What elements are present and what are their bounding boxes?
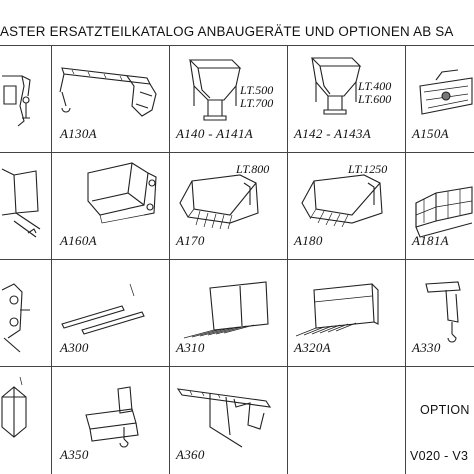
- part-code: A320A: [294, 340, 331, 355]
- capacity-label: LT.1250: [348, 162, 388, 176]
- part-code: A150A: [412, 126, 449, 141]
- catalog-cell: A360: [170, 367, 287, 473]
- part-code: A350: [60, 447, 89, 462]
- bucket-icon: [301, 174, 383, 228]
- part-code: A142 - A143A: [294, 126, 372, 141]
- catalog-cell: A300: [52, 260, 169, 366]
- catalog-cell: LT.800 A170: [170, 153, 287, 259]
- hook-attachment-icon: [425, 281, 461, 343]
- crane-boom-arm-icon: [59, 67, 157, 117]
- options-heading: OPTION: [420, 403, 470, 417]
- jib-crane-drawing-icon: [2, 75, 31, 127]
- catalog-cell: A150A: [406, 46, 474, 152]
- page-title: ASTER ERSATZTEILKATALOG ANBAUGERÄTE UND …: [0, 24, 454, 39]
- cage-attachment-icon: [1, 376, 27, 438]
- part-code: A140 - A141A: [176, 126, 254, 141]
- part-code: A310: [176, 340, 205, 355]
- fork-attachment-icon: [1, 168, 41, 238]
- catalog-cell: A320A: [288, 260, 405, 366]
- sweeper-brush-icon: [419, 69, 473, 115]
- concrete-hopper-icon: [310, 57, 362, 115]
- capacity-label: LT.800: [236, 162, 270, 176]
- catalog-cell: A130A: [52, 46, 169, 152]
- hook-plate-icon: [85, 386, 139, 448]
- catalog-cell: A160A: [52, 153, 169, 259]
- work-platform-icon: [415, 186, 473, 238]
- part-code: A300: [60, 340, 89, 355]
- catalog-cell: [0, 153, 50, 259]
- bucket-icon: [179, 174, 259, 230]
- catalog-cell: [0, 367, 50, 473]
- rake-icon: [183, 281, 269, 339]
- catalog-cell: A181A: [406, 153, 474, 259]
- options-cell: OPTION V020 - V3: [406, 367, 474, 473]
- options-range: V020 - V3: [410, 449, 469, 463]
- jib-extension-icon: [176, 388, 272, 448]
- catalog-cell: A310: [170, 260, 287, 366]
- catalog-cell: A330: [406, 260, 474, 366]
- concrete-hopper-icon: [188, 59, 242, 121]
- catalog-cell: [0, 260, 50, 366]
- catalog-cell: A350: [52, 367, 169, 473]
- bucket-frame-icon: [87, 162, 157, 224]
- fork-carriage-icon: [1, 283, 30, 353]
- forks-icon: [61, 283, 145, 335]
- part-code: A181A: [412, 233, 449, 248]
- part-code: A360: [176, 447, 205, 462]
- part-code: A130A: [60, 126, 97, 141]
- catalog-cell: [0, 46, 50, 152]
- part-code: A160A: [60, 233, 97, 248]
- catalog-cell: LT.1250 A180: [288, 153, 405, 259]
- part-code: A180: [294, 233, 323, 248]
- rake-frame-icon: [295, 283, 379, 337]
- part-code: A170: [176, 233, 205, 248]
- part-code: A330: [412, 340, 441, 355]
